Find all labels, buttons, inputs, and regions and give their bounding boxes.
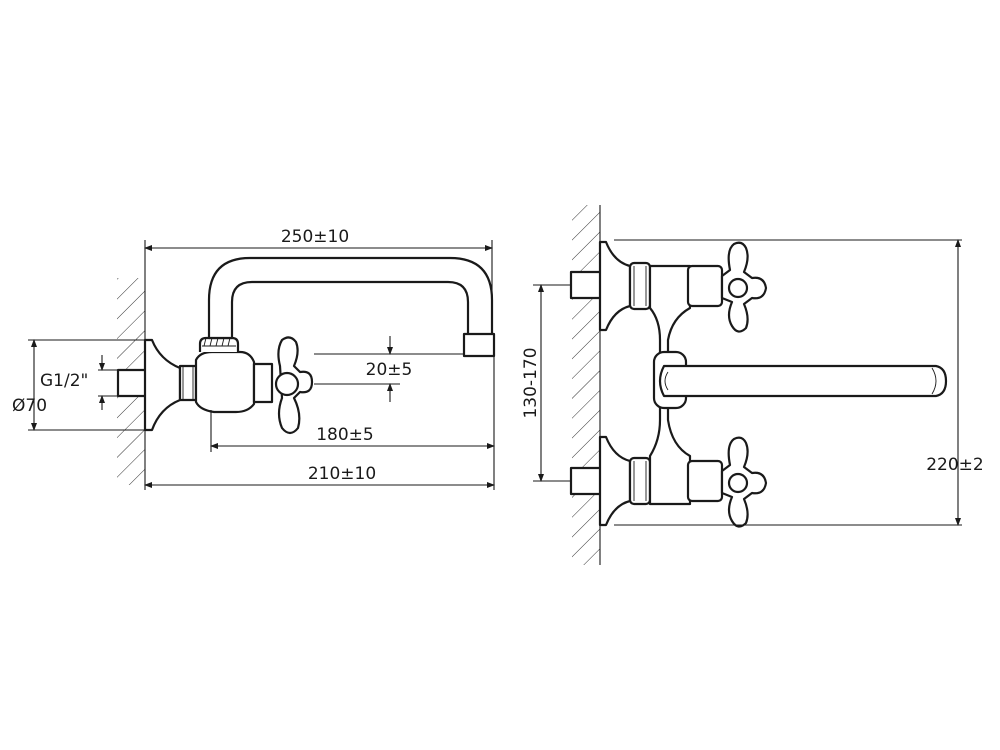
front-flange-bottom <box>598 435 632 527</box>
dim-thread: G1/2" <box>40 371 88 391</box>
side-coupling-nut <box>178 364 198 402</box>
dim-overall-height: 220±2 <box>926 455 984 475</box>
front-handle-cap-bottom <box>727 472 749 494</box>
side-flange <box>143 338 182 432</box>
dim-total-reach: 250±10 <box>281 227 349 247</box>
front-inlet-bottom <box>569 466 603 496</box>
dim-wall-to-spout: 210±10 <box>308 464 376 484</box>
side-valve-body <box>194 350 256 414</box>
side-inlet-pipe <box>116 368 148 398</box>
front-inlet-top <box>569 270 603 300</box>
front-valve-head-bottom <box>686 459 724 503</box>
front-view: 130-170 220±2 <box>521 205 984 565</box>
side-handle-cap <box>274 371 300 397</box>
front-spout <box>658 364 948 398</box>
front-wall-hatch <box>572 205 600 565</box>
dim-spout-height: 20±5 <box>366 360 413 380</box>
front-handle-cap-top <box>727 277 749 299</box>
front-flange-top <box>598 240 632 332</box>
dim-handle-to-spout: 180±5 <box>316 425 374 445</box>
front-body-column <box>648 264 692 506</box>
front-valve-head-top <box>686 264 724 308</box>
side-spout-tube <box>207 256 494 340</box>
side-view: 250±10 20±5 180±5 210±10 Ø70 G1/2" <box>12 227 496 490</box>
front-nut-top <box>628 261 652 311</box>
front-nut-bottom <box>628 456 652 506</box>
dim-eccentric-range: 130-170 <box>521 347 541 418</box>
side-spout-aerator <box>462 332 496 358</box>
side-bonnet <box>252 362 274 404</box>
dim-flange-diameter: Ø70 <box>12 396 47 416</box>
